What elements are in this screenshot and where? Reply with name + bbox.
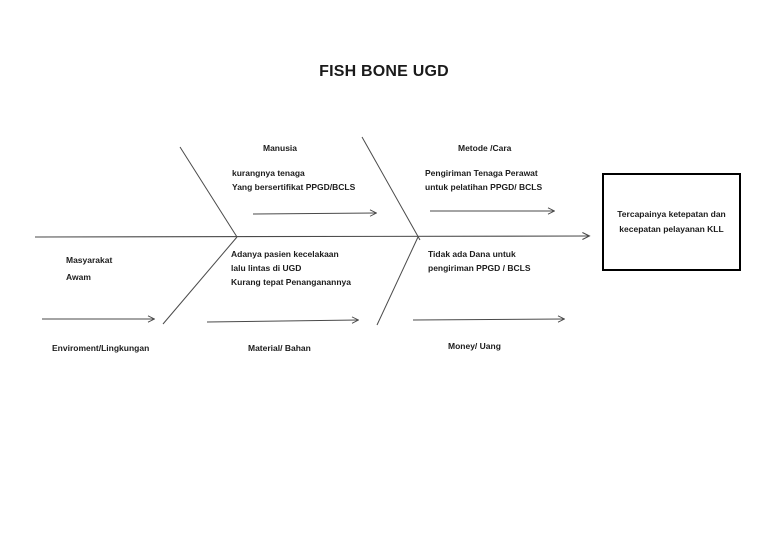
cause-line: Kurang tepat Penanganannya	[231, 277, 351, 287]
cause-line: Adanya pasien kecelakaan	[231, 249, 339, 259]
spine-arrow	[34, 236, 589, 237]
effect-text-line1: Tercapainya ketepatan dan	[617, 209, 726, 219]
cause-line: lalu lintas di UGD	[231, 263, 302, 273]
money-cause-arrow	[412, 319, 564, 320]
branch-label-money: Money/ Uang	[448, 341, 501, 351]
manusia-cause-arrow	[252, 213, 376, 214]
effect-text-line2: kecepatan pelayanan KLL	[619, 224, 724, 234]
material-cause-arrow	[206, 320, 358, 322]
branch-label-metode: Metode /Cara	[458, 143, 512, 153]
cause-line: Masyarakat	[66, 255, 113, 265]
causes-environment: Masyarakat Awam	[66, 252, 112, 286]
cause-line: Awam	[66, 272, 91, 282]
cause-line: kurangnya tenaga	[232, 168, 305, 178]
manusia-bone-line	[179, 146, 238, 238]
effect-box: Tercapainya ketepatan dan kecepatan pela…	[602, 173, 741, 271]
page-title: FISH BONE UGD	[319, 63, 449, 80]
cause-line: Pengiriman Tenaga Perawat	[425, 168, 538, 178]
cause-line: Tidak ada Dana untuk	[428, 249, 516, 259]
cause-line: untuk pelatihan PPGD/ BCLS	[425, 182, 543, 192]
causes-money: Tidak ada Dana untuk pengiriman PPGD / B…	[428, 247, 531, 275]
causes-material: Adanya pasien kecelakaan lalu lintas di …	[231, 247, 351, 289]
money-bone-line	[376, 236, 419, 326]
cause-line: pengiriman PPGD / BCLS	[428, 263, 531, 273]
causes-manusia: kurangnya tenaga Yang bersertifikat PPGD…	[232, 166, 355, 194]
cause-line: Yang bersertifikat PPGD/BCLS	[232, 182, 356, 192]
metode-bone-line	[361, 136, 421, 241]
environment-bone-line	[162, 236, 238, 325]
branch-label-environment: Enviroment/Lingkungan	[52, 343, 150, 353]
causes-metode: Pengiriman Tenaga Perawat untuk pelatiha…	[425, 166, 542, 194]
branch-label-material: Material/ Bahan	[248, 343, 311, 353]
branch-label-manusia: Manusia	[263, 143, 298, 153]
